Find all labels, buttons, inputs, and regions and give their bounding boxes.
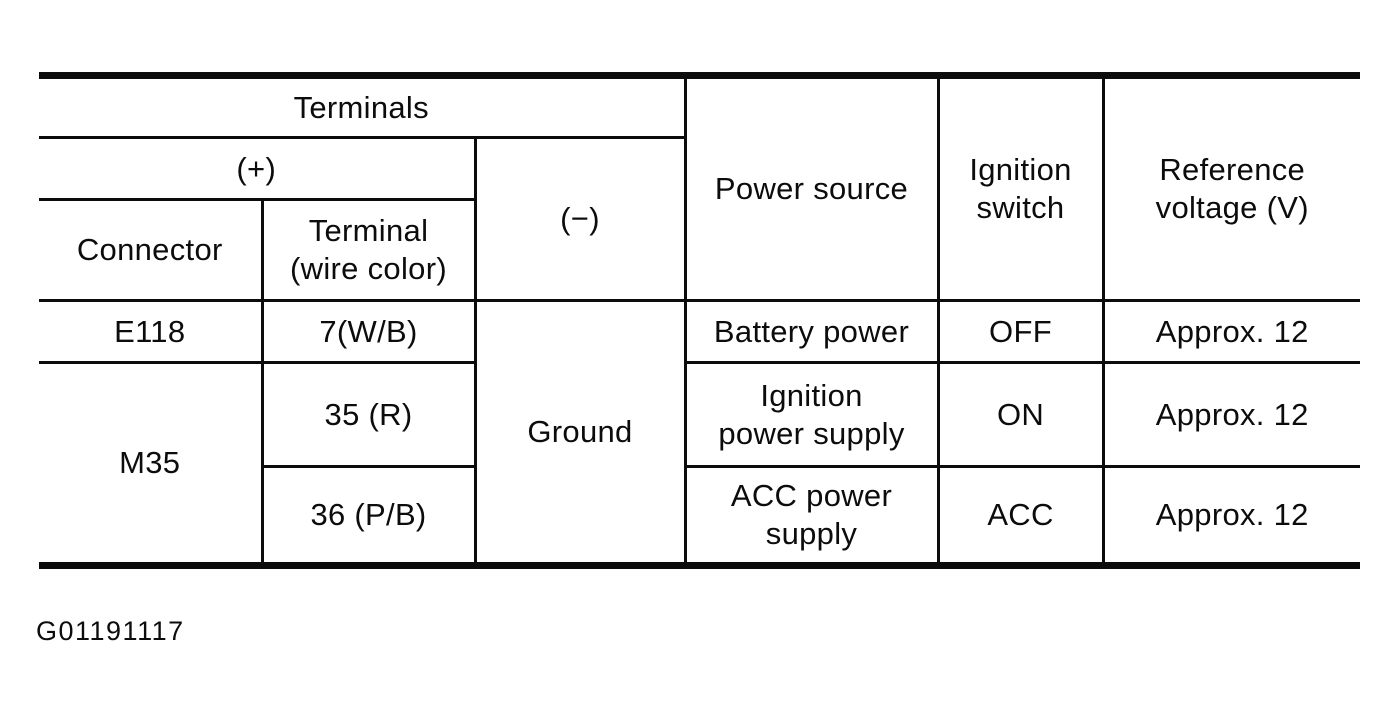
header-terminal-wire-color: Terminal (wire color) (260, 198, 477, 302)
header-power-source: Power source (683, 74, 940, 302)
table-row: M35 35 (R) Ignition power supply ON Appr… (39, 361, 1360, 567)
cell-power-source: Ignition power supply (683, 361, 940, 468)
header-terminal-plus: (+) (39, 136, 477, 201)
cell-terminal: 35 (R) (260, 361, 477, 468)
cell-power-source: ACC power supply (683, 465, 940, 567)
cell-connector: E118 (39, 299, 264, 364)
cell-power-source: Battery power (683, 299, 940, 364)
power-supply-circuit-inspection-table: Terminals Power source Ignition switch R… (39, 72, 1360, 569)
cell-ignition-switch: ACC (936, 465, 1105, 567)
header-connector: Connector (39, 198, 264, 302)
header-terminal-minus: (−) (473, 136, 687, 302)
cell-ground: Ground (473, 299, 687, 567)
cell-reference-voltage: Approx. 12 (1101, 361, 1360, 468)
figure-code: G01191117 (36, 616, 185, 646)
table-row: E118 7(W/B) Ground Battery power OFF App… (39, 299, 1360, 567)
header-ignition-switch: Ignition switch (936, 74, 1105, 302)
cell-ignition-switch: ON (936, 361, 1105, 468)
cell-ignition-switch: OFF (936, 299, 1105, 364)
header-reference-voltage: Reference voltage (V) (1101, 74, 1360, 302)
header-terminals: Terminals (39, 74, 687, 139)
cell-terminal: 7(W/B) (260, 299, 477, 364)
cell-reference-voltage: Approx. 12 (1101, 465, 1360, 567)
cell-reference-voltage: Approx. 12 (1101, 299, 1360, 364)
cell-connector: M35 (39, 361, 264, 567)
cell-terminal: 36 (P/B) (260, 465, 477, 567)
table-row: 36 (P/B) ACC power supply ACC Approx. 12 (39, 465, 1360, 567)
